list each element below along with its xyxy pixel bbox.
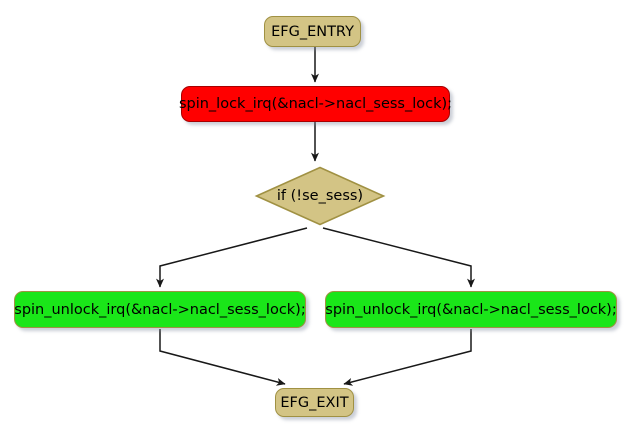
node-spin-unlock-irq-left[interactable]: spin_unlock_irq(&nacl->nacl_sess_lock); — [14, 291, 306, 328]
edge-decision-to-unlock-left — [156, 227, 308, 288]
edge-unlock-right-to-exit — [343, 329, 472, 386]
node-efg-entry[interactable]: EFG_ENTRY — [264, 16, 361, 47]
node-decision-label: if (!se_sess) — [276, 188, 364, 204]
diamond-shape — [254, 166, 386, 226]
node-spin-unlock-irq-left-label: spin_unlock_irq(&nacl->nacl_sess_lock); — [14, 301, 306, 318]
node-efg-exit-label: EFG_EXIT — [280, 394, 349, 411]
node-efg-exit[interactable]: EFG_EXIT — [275, 388, 354, 417]
node-spin-lock-irq[interactable]: spin_lock_irq(&nacl->nacl_sess_lock); — [178, 86, 453, 122]
node-spin-unlock-irq-right-label: spin_unlock_irq(&nacl->nacl_sess_lock); — [325, 301, 617, 318]
node-spin-lock-irq-label: spin_lock_irq(&nacl->nacl_sess_lock); — [178, 96, 453, 112]
node-decision-if-se-sess[interactable]: if (!se_sess) — [253, 164, 387, 228]
edge-decision-to-unlock-right — [322, 227, 475, 288]
node-efg-entry-label: EFG_ENTRY — [271, 23, 354, 40]
node-spin-unlock-irq-right[interactable]: spin_unlock_irq(&nacl->nacl_sess_lock); — [325, 291, 617, 328]
edge-unlock-left-to-exit — [159, 329, 286, 386]
